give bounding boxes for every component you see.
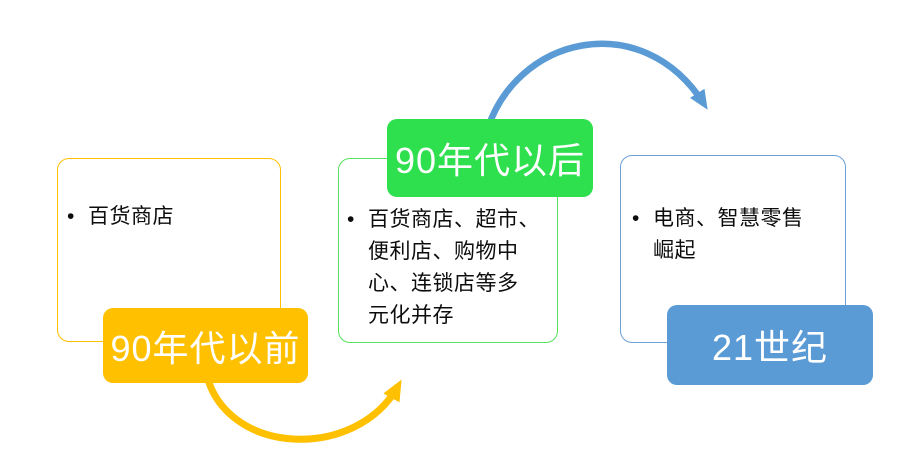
stage-label-before-90s: 90年代以前 (103, 308, 308, 383)
stage-label-after-90s: 90年代以后 (387, 119, 593, 197)
body-text-line: 心、连锁店等多 (368, 272, 519, 295)
stage-box-after-90s: • 百货商店、超市、 便利店、购物中 心、连锁店等多 元化并存 (338, 158, 558, 343)
bulleted-item: • 百货商店、超市、 便利店、购物中 心、连锁店等多 元化并存 (344, 204, 555, 332)
stage-body-text: 百货商店 (88, 201, 276, 233)
bullet-marker: • (632, 207, 640, 230)
bullet-marker: • (347, 208, 355, 231)
stage-body-text: 电商、智慧零售 崛起 (653, 203, 843, 267)
stage-body-text: 百货商店、超市、 便利店、购物中 心、连锁店等多 元化并存 (368, 204, 555, 332)
body-text-line: 百货商店 (88, 205, 174, 228)
stage-label-21st-century: 21世纪 (667, 305, 873, 385)
body-text-line: 便利店、购物中 (368, 240, 519, 263)
bulleted-item: • 电商、智慧零售 崛起 (629, 203, 843, 267)
body-text-line: 电商、智慧零售 (653, 207, 804, 230)
body-text-line: 崛起 (653, 239, 696, 262)
body-text-line: 百货商店、超市、 (368, 208, 540, 231)
bulleted-item: • 百货商店 (64, 201, 276, 233)
bullet-marker: • (67, 205, 75, 228)
body-text-line: 元化并存 (368, 304, 454, 327)
